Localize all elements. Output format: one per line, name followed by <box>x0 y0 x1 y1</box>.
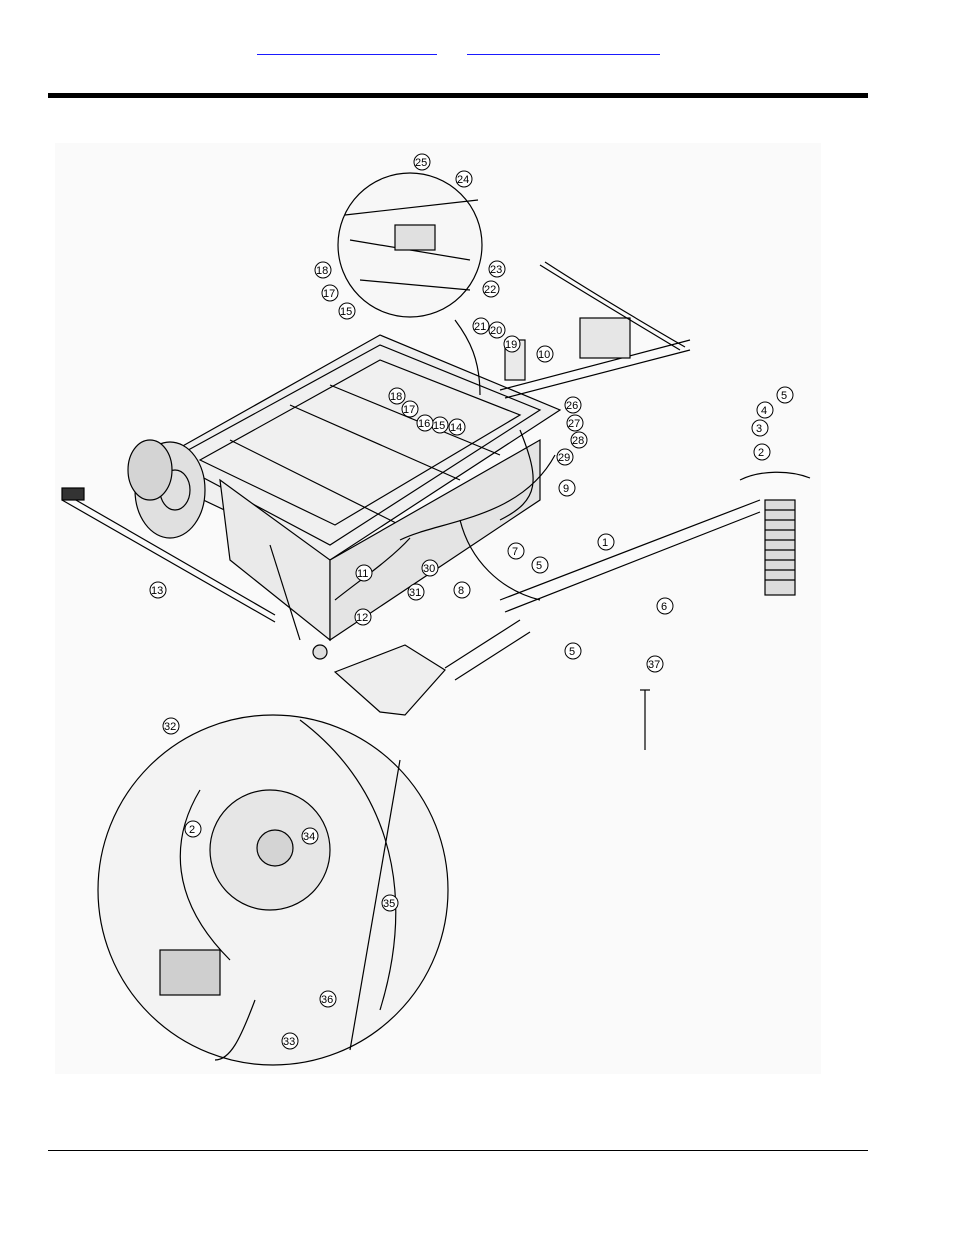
parts-diagram: 1 2 3 4 5 5 5 6 7 8 9 10 11 12 13 14 15 … <box>55 143 821 1074</box>
callout-9: 9 <box>563 483 569 495</box>
hitch <box>499 261 691 399</box>
callout-23: 23 <box>490 264 502 276</box>
callout-25: 25 <box>415 157 427 169</box>
cart-frame <box>61 334 562 660</box>
callout-29: 29 <box>558 452 570 464</box>
inset-bottom <box>97 714 449 1066</box>
inset-bottom-callout-35: 35 <box>383 898 395 910</box>
callout-31: 31 <box>409 587 421 599</box>
callout-12: 12 <box>356 612 368 624</box>
callout-labels: 1 2 3 4 5 5 5 6 7 8 9 10 11 12 13 14 15 … <box>149 153 794 1050</box>
inset-bottom-callout-32: 32 <box>164 721 176 733</box>
callout-7: 7 <box>512 546 518 558</box>
hydraulic-hoses <box>334 429 556 601</box>
callout-6: 6 <box>661 601 667 613</box>
callout-20: 20 <box>490 325 502 337</box>
header-rule <box>48 93 868 98</box>
inset-top-callout-17: 17 <box>323 288 335 300</box>
callout-16: 16 <box>418 418 430 430</box>
callout-5b: 5 <box>536 560 542 572</box>
inset-bottom-callout-33: 33 <box>283 1036 295 1048</box>
inset-top-callout-15: 15 <box>340 306 352 318</box>
callout-15: 15 <box>433 420 445 432</box>
callout-5c: 5 <box>569 646 575 658</box>
callout-21: 21 <box>474 321 486 333</box>
callout-28: 28 <box>572 435 584 447</box>
callout-3: 3 <box>756 423 762 435</box>
nav-link-next[interactable] <box>467 40 660 55</box>
callout-2: 2 <box>758 447 764 459</box>
callout-30: 30 <box>423 563 435 575</box>
callout-5a: 5 <box>781 390 787 402</box>
callout-14: 14 <box>450 422 462 434</box>
callout-26: 26 <box>566 400 578 412</box>
callout-19: 19 <box>505 339 517 351</box>
inset-top-callout-18: 18 <box>316 265 328 277</box>
inset-bottom-callout-36: 36 <box>321 994 333 1006</box>
callout-17: 17 <box>403 404 415 416</box>
inset-bottom-callout-34: 34 <box>303 831 315 843</box>
callout-27: 27 <box>568 418 580 430</box>
part-37-tube <box>640 689 650 750</box>
footer-rule <box>48 1150 868 1151</box>
parts-diagram-svg: 1 2 3 4 5 5 5 6 7 8 9 10 11 12 13 14 15 … <box>61 153 811 1066</box>
callout-24: 24 <box>457 174 469 186</box>
callout-13: 13 <box>151 585 163 597</box>
callout-18: 18 <box>390 391 402 403</box>
callout-11: 11 <box>357 568 368 580</box>
callout-22: 22 <box>484 284 496 296</box>
nav-link-previous[interactable] <box>257 40 437 55</box>
inset-bottom-callout-2: 2 <box>189 824 195 836</box>
auger-hopper <box>333 471 811 716</box>
callout-1: 1 <box>602 537 608 549</box>
callout-37: 37 <box>648 659 660 671</box>
callout-8: 8 <box>458 585 464 597</box>
inset-top <box>337 172 483 396</box>
callout-10: 10 <box>538 349 550 361</box>
callout-4: 4 <box>761 405 767 417</box>
